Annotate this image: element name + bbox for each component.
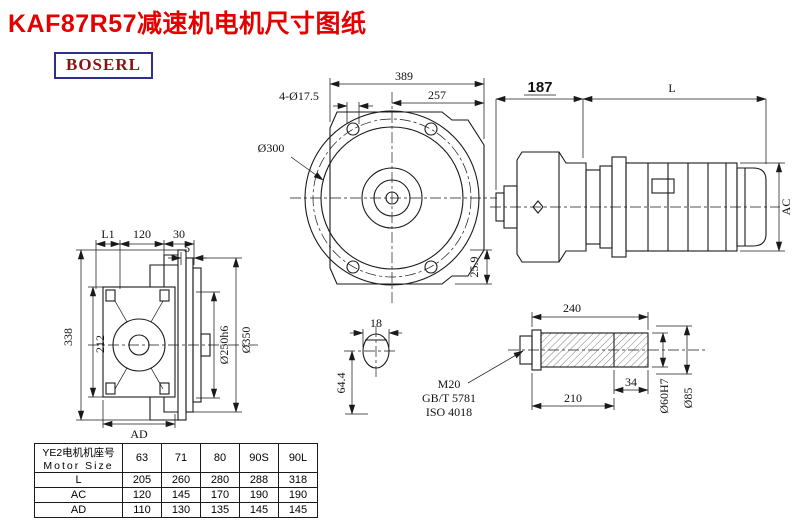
header-size-71: 71 [161,443,201,473]
cell-AC-71: 145 [161,487,201,503]
dim-64-4-label: 64.4 [334,373,348,394]
dim-18-label: 18 [370,316,382,330]
bolt-hole [346,260,360,274]
corner-bolt [105,289,116,302]
bolt-hole [424,260,438,274]
front-view: 389 257 4-Ø17.5 Ø300 25.9 [258,69,497,305]
flange-spigot [192,267,202,403]
motor-assembly-view: 187 L AC [490,79,793,263]
boserl-logo-text: BOSERL [66,55,141,74]
dim-flange-dia-label: Ø300 [258,141,285,155]
dim-187-label: 187 [527,79,552,96]
dim-bore-label: Ø60H7 [657,378,671,413]
gearbox-housing-side [516,151,587,263]
table-row-AC: AC 120 145 170 190 190 [34,487,318,503]
cell-AC-80: 170 [200,487,240,503]
row-label-AD: AD [34,502,123,518]
dim-25-9-label: 25.9 [467,257,481,278]
dim-L-label: L [668,81,675,95]
dim-flange-dia-side-label: Ø350 [239,327,253,354]
bolt-standard-iso-label: ISO 4018 [426,405,472,419]
cell-L-63: 205 [122,472,162,488]
cell-AC-90l: 190 [278,487,318,503]
header-motor-size: YE2电机机座号 Motor Size [34,443,123,473]
fan-cover [736,167,767,247]
dim-210-label: 210 [564,391,582,405]
corner-bolt [105,382,116,395]
bolt-standard-gb-label: GB/T 5781 [422,391,476,405]
dim-30-label: 30 [173,227,185,241]
cell-L-90l: 318 [278,472,318,488]
dim-240-label: 240 [563,301,581,315]
row-label-AC: AC [34,487,123,503]
table-row-AD: AD 110 130 135 145 145 [34,502,318,518]
dim-hub-dia-label: Ø85 [681,388,695,409]
header-size-90s: 90S [239,443,279,473]
corner-bolt [159,289,170,302]
header-motor-size-cn: YE2电机机座号 [42,446,115,459]
header-size-80: 80 [200,443,240,473]
table-row-L: L 205 260 280 288 318 [34,472,318,488]
header-size-63: 63 [122,443,162,473]
page-title: KAF87R57减速机电机尺寸图纸 [8,10,367,38]
header-size-90l: 90L [278,443,318,473]
cell-AD-80: 135 [200,502,240,518]
header-motor-size-en: Motor Size [43,459,114,472]
bolt-thread-label: M20 [438,377,461,391]
dim-spigot-dia-label: Ø250h6 [217,326,231,365]
flange-face [185,257,194,413]
key-section-view: 18 64.4 [334,316,402,415]
shaft-detail-view: 240 34 210 M20 GB/T 5781 ISO 4018 Ø60H7 [422,301,705,419]
gearbox-body [102,286,176,398]
dim-AC-label: AC [779,199,793,216]
bolt-hole [424,122,438,136]
dim-L1-label: L1 [101,227,114,241]
row-label-L: L [34,472,123,488]
bolt-hole [346,122,360,136]
motor-size-table: YE2电机机座号 Motor Size 63 71 80 90S 90L L 2… [34,443,318,518]
dim-5-label: 5 [184,241,190,255]
cell-AD-90l: 145 [278,502,318,518]
dim-338-label: 338 [61,328,75,346]
boserl-logo: BOSERL [54,52,153,79]
dim-212-label: 212 [93,335,107,353]
cell-L-71: 260 [161,472,201,488]
dim-120-label: 120 [133,227,151,241]
shaft-stub [200,333,211,357]
cell-AC-63: 120 [122,487,162,503]
flange-plate [177,249,187,421]
cell-AD-90s: 145 [239,502,279,518]
motor-nameplate [651,178,675,194]
dim-257-label: 257 [428,88,446,102]
dim-AD-label: AD [130,427,148,441]
shaft-hatched [540,332,649,368]
dim-bolt-holes-label: 4-Ø17.5 [279,89,319,103]
cell-AC-90s: 190 [239,487,279,503]
gearbox-side-view: L1 120 30 5 338 212 AD [61,227,258,441]
cell-AD-71: 130 [161,502,201,518]
cell-L-80: 280 [200,472,240,488]
dim-34-label: 34 [625,375,637,389]
dim-389-label: 389 [395,69,413,83]
cell-AD-63: 110 [122,502,162,518]
oil-plug-symbol [532,200,544,214]
cell-L-90s: 288 [239,472,279,488]
corner-bolt [159,382,170,395]
table-header-row: YE2电机机座号 Motor Size 63 71 80 90S 90L [34,443,318,473]
